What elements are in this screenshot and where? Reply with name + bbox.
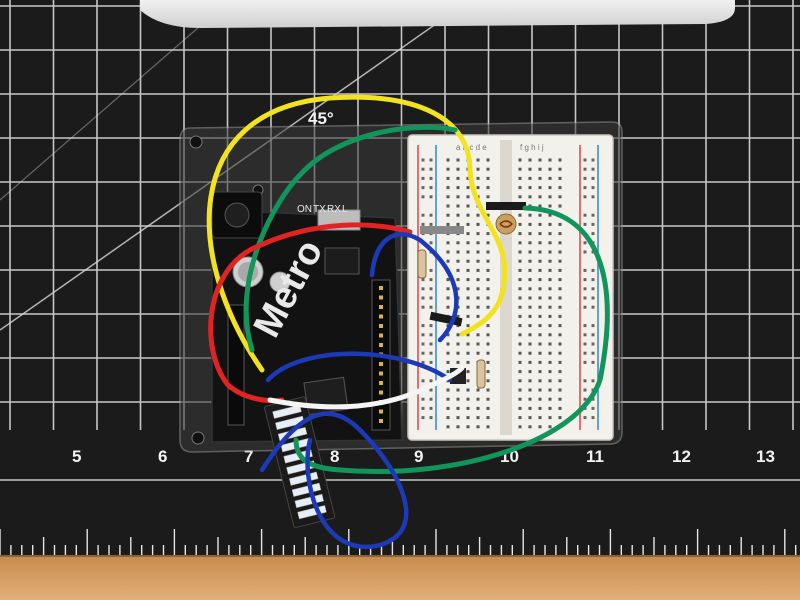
- ruler-number: 11: [586, 447, 604, 466]
- wire-blue: [259, 232, 459, 550]
- laptop-edge: [140, 0, 735, 28]
- plate-screw: [191, 431, 205, 445]
- ruler-number: 8: [330, 447, 339, 466]
- photoresistor: [495, 213, 517, 235]
- header-label-l: L: [342, 204, 348, 215]
- wire-green: [243, 124, 610, 475]
- resistor: [417, 249, 427, 279]
- ruler-number: 7: [244, 447, 253, 466]
- wire-white: [267, 365, 465, 410]
- bb-letters-right: f g h i j: [520, 143, 544, 152]
- capacitor: [269, 271, 291, 293]
- jumper-header: [420, 226, 464, 234]
- header-label-on: ON: [297, 204, 312, 215]
- wire-red: [208, 222, 413, 404]
- ruler-ticks: [0, 479, 800, 555]
- jumper-header: [486, 202, 526, 210]
- bb-letters-left: a b c d e: [456, 143, 487, 152]
- header-label-rx: RX: [327, 204, 341, 215]
- breadboard: a b c d e f g h i j: [407, 134, 614, 441]
- ruler-number: 5: [72, 447, 81, 466]
- ruler-number: 12: [672, 447, 691, 466]
- jumper-wires: [206, 94, 610, 550]
- wire-yellow: [206, 94, 508, 373]
- ic-chip: [324, 247, 360, 275]
- ruler-number: 9: [414, 447, 423, 466]
- led-bargraph: [264, 396, 336, 528]
- diagonal-line-2: [0, 0, 231, 201]
- resistor: [476, 359, 486, 389]
- wooden-table: [0, 555, 800, 600]
- header-label-tx: TX: [313, 204, 326, 215]
- ruler-number: 13: [756, 447, 775, 466]
- plate-screw: [189, 135, 203, 149]
- angle-label: 45°: [308, 109, 334, 128]
- ruler-number: 6: [158, 447, 167, 466]
